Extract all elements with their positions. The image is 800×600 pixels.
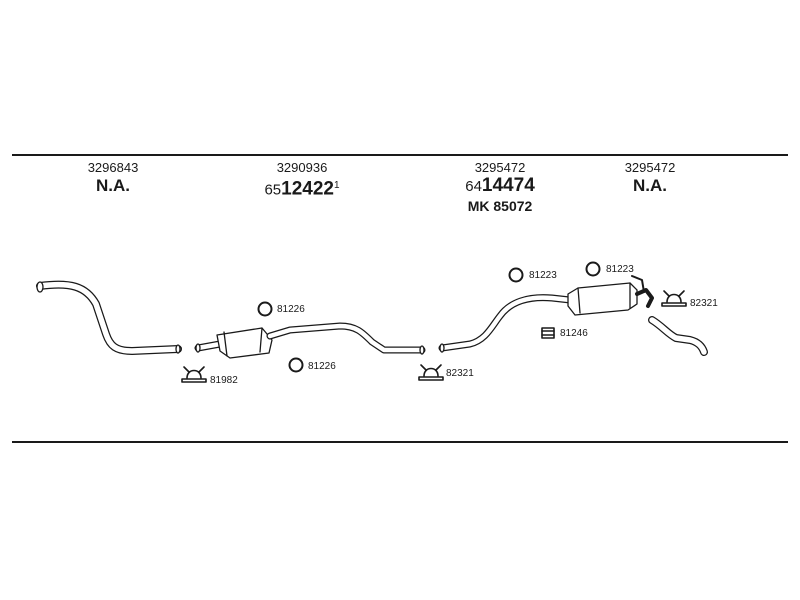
clamp-center — [418, 364, 444, 381]
code-prefix: 64 — [465, 178, 482, 195]
column-header-front-pipe: 3296843 N.A. — [88, 160, 139, 196]
clamp-front — [181, 366, 207, 383]
product-code: 65124221 — [264, 176, 339, 201]
part-number: 3296843 — [87, 160, 139, 175]
column-header-tail-pipe: 3295472 N.A. — [625, 160, 676, 196]
code-suffix: 1 — [333, 180, 340, 191]
tail-pipe — [648, 316, 708, 356]
middle-silencer — [194, 322, 426, 359]
callout-ring-rear-right: 81223 — [606, 264, 634, 275]
gasket-ring-lower-mid — [288, 357, 304, 373]
callout-clamp-center: 82321 — [446, 368, 474, 379]
gasket-ring-rear-right — [585, 261, 601, 277]
product-code: 6414474 — [465, 176, 535, 197]
gasket-ring-upper-mid — [257, 301, 273, 317]
callout-mount-rear: 81246 — [560, 328, 588, 339]
gasket-ring-rear-left — [508, 267, 524, 283]
callout-ring-upper-mid: 81226 — [277, 304, 305, 315]
bottom-rule — [12, 441, 788, 443]
callout-ring-rear-left: 81223 — [529, 270, 557, 281]
callout-clamp-tail: 82321 — [690, 298, 718, 309]
code-main: 12422 — [281, 178, 334, 200]
part-number: 3295472 — [474, 160, 526, 175]
callout-clamp-front: 81982 — [210, 375, 238, 386]
front-pipe — [36, 280, 182, 355]
availability-label: N.A. — [633, 176, 667, 195]
rear-silencer — [438, 275, 654, 353]
part-number: 3295472 — [624, 160, 676, 175]
availability-label: N.A. — [96, 176, 130, 195]
column-header-middle-silencer: 3290936 65124221 — [264, 160, 339, 201]
callout-ring-lower-mid: 81226 — [308, 361, 336, 372]
top-rule — [12, 154, 788, 156]
code-prefix: 65 — [264, 181, 282, 199]
code-main: 14474 — [481, 175, 535, 196]
rubber-mount — [541, 327, 555, 339]
column-header-rear-silencer: 3295472 6414474 MK 85072 — [465, 160, 535, 215]
part-number: 3290936 — [276, 160, 328, 175]
clamp-tail — [661, 290, 687, 307]
mounting-kit: MK 85072 — [467, 198, 533, 214]
